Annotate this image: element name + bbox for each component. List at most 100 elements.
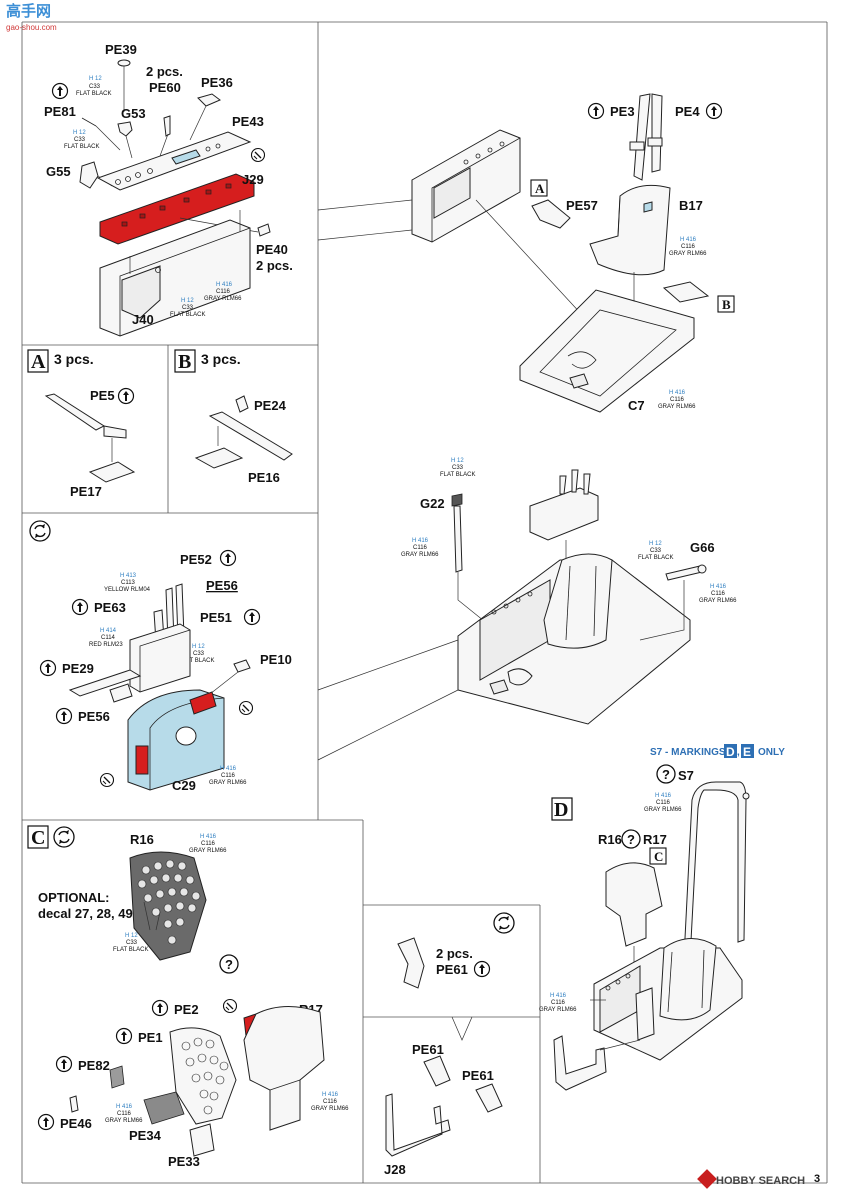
color-c-gray-9: C116	[117, 1111, 132, 1117]
footer-watermark: HOBBY SEARCH 3	[697, 1169, 820, 1189]
c7-floor	[519, 289, 695, 413]
color-code-gray-10: H 416	[655, 793, 672, 799]
label-c29: C29	[172, 778, 196, 793]
label-pe17: PE17	[70, 484, 102, 499]
label-final-r17: R17	[643, 832, 667, 847]
color-code-gray-5: H 416	[710, 584, 727, 590]
color-c-black-6: C33	[193, 651, 205, 657]
up-arrow-icon	[219, 549, 237, 567]
label-g53: G53	[121, 106, 146, 121]
r17-panel	[243, 1005, 325, 1131]
label-s7: S7	[678, 768, 694, 783]
color-c-yellow: C113	[121, 580, 136, 586]
section-console: PE39 2 pcs. PE60 PE36 H 12 C33 FLAT BLAC…	[44, 42, 293, 337]
label-final-r16: R16	[598, 832, 622, 847]
assembled-seat	[543, 553, 613, 649]
color-name-black-3: FLAT BLACK	[170, 312, 205, 318]
box-letter-a: A	[31, 351, 46, 373]
color-c-black-2: C33	[74, 137, 86, 143]
color-c-red: C114	[101, 635, 116, 641]
up-arrow-icon	[151, 999, 169, 1017]
color-code-gray-2: H 416	[680, 237, 697, 243]
color-code-black-7: H 12	[125, 933, 138, 939]
g55-part	[79, 161, 99, 189]
color-c-gray-6: C116	[221, 773, 236, 779]
color-c-gray-1: C116	[216, 289, 231, 295]
color-c-gray-8: C116	[323, 1099, 338, 1105]
svg-text:,: ,	[737, 747, 740, 758]
label-g55: G55	[46, 164, 71, 179]
label-pe43: PE43	[232, 114, 264, 129]
color-c-black-3: C33	[182, 305, 194, 311]
label-pe56a: PE56	[206, 578, 238, 593]
label-pe61b: PE61	[412, 1042, 444, 1057]
up-arrow-icon	[115, 1027, 133, 1045]
pe16-plate	[194, 447, 244, 469]
color-code-black-6: H 12	[192, 644, 205, 650]
pe1-panel	[169, 1027, 237, 1125]
flip-icon	[53, 826, 75, 848]
color-code-gray-3: H 416	[669, 390, 686, 396]
section-seat-floor: PE3 PE4 A PE57 B17 H 416 C116 GRAY RLM66…	[317, 93, 735, 413]
seat-b-belt	[662, 281, 710, 303]
label-pe34: PE34	[129, 1128, 162, 1143]
color-code-gray-9: H 416	[116, 1104, 133, 1110]
color-name-yellow: YELLOW RLM04	[104, 587, 151, 593]
color-c-gray-3: C116	[670, 397, 685, 403]
color-name-gray-10: GRAY RLM66	[644, 807, 682, 813]
up-arrow-icon	[37, 1113, 55, 1131]
markings-note: S7 - MARKINGS	[650, 747, 726, 758]
color-name-gray-1: GRAY RLM66	[204, 296, 242, 302]
question-icon	[656, 764, 676, 784]
color-name-gray-4: GRAY RLM66	[401, 552, 439, 558]
color-name-gray-2: GRAY RLM66	[669, 251, 707, 257]
color-code-yellow: H 413	[120, 573, 137, 579]
seat-box-a-ref: A	[535, 181, 545, 196]
color-c-gray-11: C116	[551, 1000, 566, 1006]
site-watermark: 高手网 gao-shou.com	[6, 2, 57, 32]
armor-backplate	[529, 487, 599, 541]
pe3-belt	[633, 93, 651, 181]
pe40-part	[257, 223, 271, 237]
box-letter-b: B	[178, 351, 191, 373]
label-pe29: PE29	[62, 661, 94, 676]
label-pe4: PE4	[675, 104, 700, 119]
box-b-qty: 3 pcs.	[201, 351, 241, 367]
color-name-black-4: FLAT BLACK	[440, 472, 475, 478]
color-name-gray-8: GRAY RLM66	[311, 1106, 349, 1112]
up-arrow-icon	[55, 1055, 73, 1073]
color-name-gray-9: GRAY RLM66	[105, 1118, 143, 1124]
label-optional: OPTIONAL:	[38, 890, 110, 905]
color-name-gray-6: GRAY RLM66	[209, 780, 247, 786]
section-pe61: 2 pcs. PE61 PE61 PE61 J28	[384, 912, 515, 1177]
g66-part	[665, 565, 703, 581]
flip-icon	[493, 912, 515, 934]
question-icon	[621, 829, 641, 849]
watermark-site-name: 高手网	[6, 2, 51, 20]
pe46-part	[69, 1095, 79, 1113]
watermark-site-url: gao-shou.com	[6, 23, 57, 32]
label-j29: J29	[242, 172, 264, 187]
color-code-gray-7: H 416	[200, 834, 217, 840]
pe36-part	[197, 93, 221, 107]
flip-icon	[29, 520, 51, 542]
label-j28: J28	[384, 1162, 406, 1177]
section-throttle: H 413 C113 YELLOW RLM04 PE52 PE56 PE63 P…	[29, 520, 292, 793]
question-icon	[219, 954, 239, 974]
up-arrow-icon	[705, 102, 723, 120]
label-pe57: PE57	[566, 198, 598, 213]
pe33-part	[189, 1123, 215, 1157]
label-pe2: PE2	[174, 1002, 199, 1017]
up-arrow-icon	[473, 960, 491, 978]
pe60-part	[163, 115, 171, 137]
bend-icon	[238, 700, 254, 716]
pe57-belt	[531, 199, 571, 229]
up-arrow-icon	[117, 387, 135, 405]
label-b17: B17	[679, 198, 703, 213]
label-pe61-2pcs: 2 pcs.	[436, 946, 473, 961]
up-arrow-icon	[55, 707, 73, 725]
color-name-black-7: FLAT BLACK	[113, 947, 148, 953]
color-name-black-1: FLAT BLACK	[76, 91, 111, 97]
bend-icon	[222, 998, 238, 1014]
pe34-part	[143, 1091, 185, 1125]
